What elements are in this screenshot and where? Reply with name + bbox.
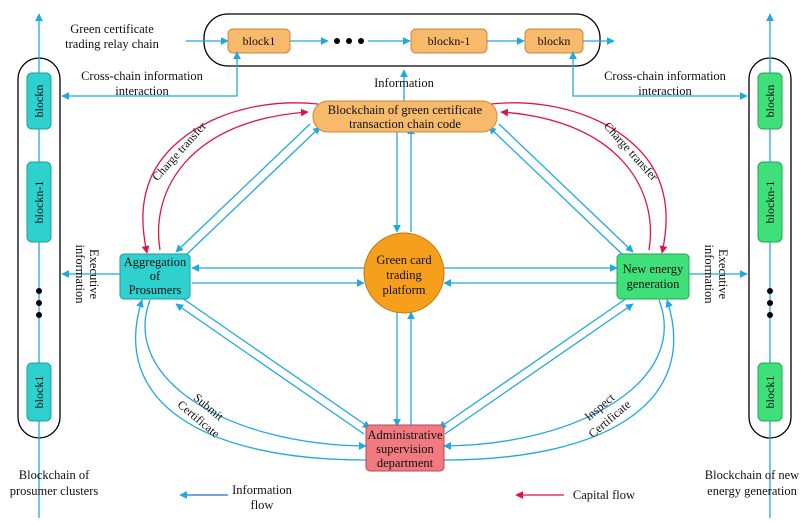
left-block-label: blockn-1 [32, 181, 46, 224]
svg-text:Charge transfer: Charge transfer [601, 119, 661, 183]
information-flows [135, 123, 675, 461]
trading-platform-node: Green card trading platform [363, 232, 445, 314]
right-block [757, 161, 783, 243]
capital-flows [141, 102, 668, 254]
left-blockchain: blockn blockn-1 block1 Blockchain of pro… [10, 13, 99, 518]
svg-text:New energy: New energy [623, 262, 684, 276]
legend: Information flow Capital flow [179, 483, 635, 512]
right-block-label: blockn [763, 85, 777, 118]
cross-chain-arrows [61, 51, 748, 278]
svg-text:Administrative: Administrative [368, 428, 443, 442]
relay-block-label: block1 [243, 34, 276, 48]
ellipsis-dot [334, 38, 340, 44]
svg-text:information: information [702, 244, 716, 304]
svg-text:of: of [150, 269, 161, 283]
relay-chain-label: trading relay chain [65, 37, 159, 51]
right-chain-caption: energy generation [707, 484, 797, 498]
svg-text:Aggregation: Aggregation [124, 255, 187, 269]
ellipsis-dot [346, 38, 352, 44]
info-flow-legend-label: flow [251, 498, 274, 512]
ellipsis-dot [767, 288, 773, 294]
left-block [26, 362, 52, 422]
svg-text:information: information [73, 244, 87, 304]
left-block [26, 72, 52, 130]
relay-block-label: blockn-1 [428, 34, 471, 48]
right-block [757, 72, 783, 130]
svg-text:Prosumers: Prosumers [129, 283, 182, 297]
svg-text:interaction: interaction [115, 84, 169, 98]
svg-text:transaction chain code: transaction chain code [349, 117, 461, 131]
right-block [757, 362, 783, 422]
ellipsis-dot [767, 312, 773, 318]
relay-chain-label: Green certificate [70, 22, 154, 36]
ellipsis-dot [36, 288, 42, 294]
svg-text:Executive: Executive [87, 249, 101, 299]
svg-text:Information: Information [374, 76, 434, 90]
relay-block-label: blockn [538, 34, 571, 48]
right-chain-caption: Blockchain of new [705, 468, 799, 482]
svg-text:Green card: Green card [376, 253, 432, 267]
right-block-label: block1 [763, 376, 777, 409]
svg-text:platform: platform [382, 283, 425, 297]
capital-flow-legend-label: Capital flow [573, 488, 635, 502]
right-blockchain: blockn blockn-1 block1 Blockchain of new… [705, 13, 799, 518]
relay-chain: Green certificate trading relay chain bl… [65, 13, 615, 67]
ellipsis-dot [36, 312, 42, 318]
chaincode-node: Blockchain of green certificate transact… [312, 100, 498, 133]
ellipsis-dot [767, 300, 773, 306]
svg-text:supervision: supervision [376, 442, 434, 456]
ellipsis-dot [358, 38, 364, 44]
cross-chain-labels: Cross-chain information interaction Cros… [73, 69, 730, 304]
left-chain-caption: Blockchain of [19, 468, 90, 482]
left-block [26, 161, 52, 243]
svg-text:department: department [377, 456, 434, 470]
svg-text:Blockchain of green certifica: Blockchain of green certificate [328, 103, 483, 117]
svg-text:Cross-chain information: Cross-chain information [81, 69, 204, 83]
relay-chain-container [203, 13, 601, 67]
svg-text:Cross-chain information: Cross-chain information [604, 69, 727, 83]
info-flow-legend-label: Information [232, 483, 292, 497]
svg-text:interaction: interaction [638, 84, 692, 98]
svg-text:Charge transfer: Charge transfer [149, 119, 209, 183]
svg-text:generation: generation [627, 277, 681, 291]
svg-text:Executive: Executive [716, 249, 730, 299]
ellipsis-dot [36, 300, 42, 306]
prosumers-node: Aggregation of Prosumers [119, 253, 191, 300]
left-chain-caption: prosumer clusters [10, 484, 99, 498]
svg-text:trading: trading [386, 268, 422, 282]
admin-node: Administrative supervision department [365, 424, 445, 472]
new-energy-node: New energy generation [616, 253, 690, 300]
left-block-label: block1 [32, 376, 46, 409]
right-block-label: blockn-1 [763, 181, 777, 224]
left-block-label: blockn [32, 85, 46, 118]
